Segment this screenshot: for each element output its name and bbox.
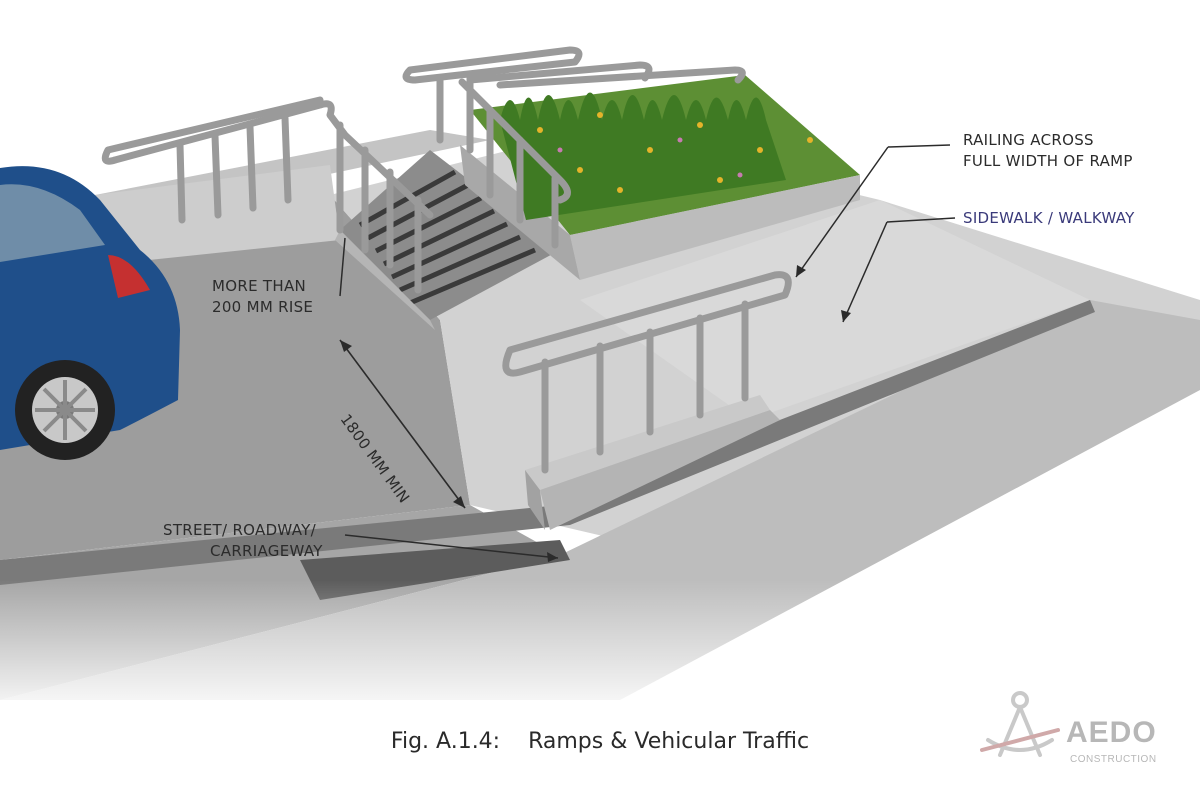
- lower-walkway: [0, 300, 1200, 700]
- ramp-block: [525, 395, 780, 530]
- compass-logo-icon: [980, 691, 1060, 757]
- logo-tagline: CONSTRUCTION: [1070, 754, 1157, 765]
- label-sidewalk: SIDEWALK / WALKWAY: [963, 209, 1135, 227]
- railings: [101, 46, 792, 474]
- label-railing-line2: FULL WIDTH OF RAMP: [963, 152, 1133, 170]
- logo-name: AEDO: [1066, 716, 1157, 749]
- arrowheads: [547, 265, 851, 562]
- label-street-line1: STREET/ ROADWAY/: [163, 521, 316, 539]
- label-railing: RAILING ACROSS FULL WIDTH OF RAMP: [963, 130, 1133, 172]
- figure-caption: Fig. A.1.4: Ramps & Vehicular Traffic: [0, 729, 1200, 754]
- dimension-line: [339, 339, 466, 509]
- label-street: STREET/ ROADWAY/ CARRIAGEWAY: [163, 520, 323, 562]
- caption-number: Fig. A.1.4:: [390, 729, 501, 754]
- bottom-fade: [0, 580, 1200, 720]
- car-illustration: [0, 166, 180, 460]
- label-street-line2: CARRIAGEWAY: [210, 542, 323, 560]
- leader-lines: [339, 144, 956, 559]
- label-railing-line1: RAILING ACROSS: [963, 131, 1094, 149]
- label-rise: MORE THAN 200 MM RISE: [212, 276, 313, 318]
- label-rise-line1: MORE THAN: [212, 277, 307, 295]
- caption-title: Ramps & Vehicular Traffic: [528, 729, 810, 754]
- dimension-arrowheads: [340, 340, 465, 508]
- label-rise-line2: 200 MM RISE: [212, 298, 314, 316]
